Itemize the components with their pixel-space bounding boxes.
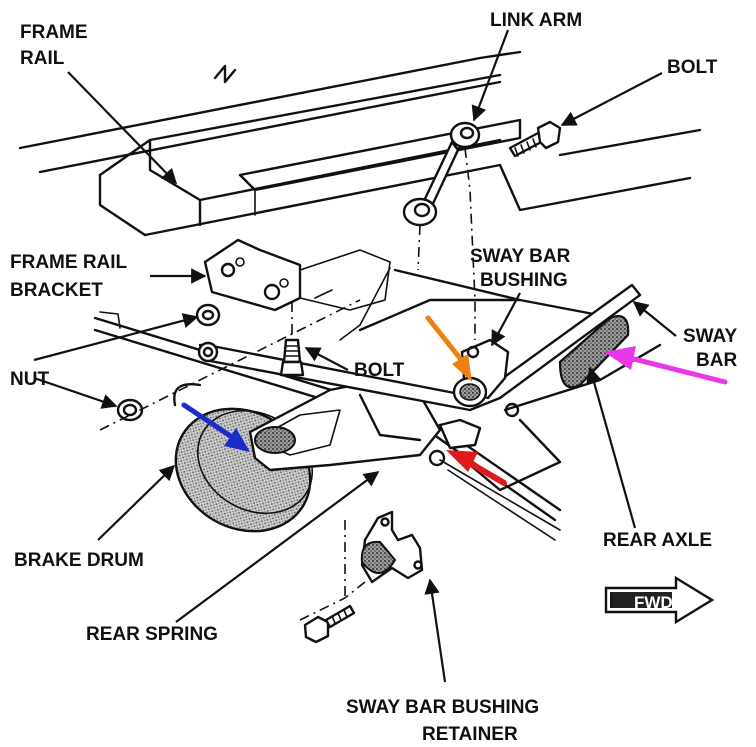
red-arrow-head [446,450,478,472]
blue-arrow-shaft [181,402,235,440]
rear-axle [339,267,662,541]
sway-bar [197,283,642,412]
label-frame-rail-bracket-line2: BRACKET [10,280,103,301]
leader-lines [33,29,677,683]
blue-arrow-icon [181,402,250,452]
sway-bar-cover [558,314,630,389]
label-rear-axle: REAR AXLE [603,530,712,551]
bushing-retainer [344,510,424,600]
magenta-arrow-shaft [627,355,728,385]
label-bolt-top: BOLT [667,57,718,78]
magenta-arrow-head [604,346,636,370]
label-brake-drum: BRAKE DRUM [14,550,144,571]
orange-arrow-head [452,354,472,382]
label-frame-rail-line2: RAIL [20,48,65,69]
orange-arrow-shaft [425,315,466,365]
label-sway-bar-bushing-line1: SWAY BAR [470,246,571,267]
label-sway-bar-bushing-line2: BUSHING [480,270,568,291]
retainer-bolt [303,604,356,644]
red-arrow-icon [446,450,507,486]
label-bolt-mid: BOLT [354,360,405,381]
label-retainer-line1: SWAY BAR BUSHING [346,697,539,718]
link-arm [402,121,481,340]
blue-arrow-head [224,428,250,452]
nut-upper [195,303,221,327]
bolt-mid [279,302,305,377]
fwd-arrow-icon [604,575,715,625]
label-nut: NUT [10,369,49,390]
magenta-arrow-icon [604,346,728,385]
label-retainer-line2: RETAINER [422,724,518,745]
red-arrow-shaft [467,460,507,486]
bolt-top [508,120,562,158]
label-frame-rail-line1: FRAME [20,22,88,43]
label-frame-rail-bracket-line1: FRAME RAIL [10,252,128,273]
spring-plate [248,378,446,472]
orange-arrow-icon [425,315,472,382]
bracket-hole-icon [220,262,236,278]
frame-rail-bracket [203,238,391,312]
label-rear-spring: REAR SPRING [86,624,218,645]
label-fwd: FWD [634,593,673,612]
sway-bar-bushing [438,338,520,450]
label-sway-line1: SWAY [683,326,738,347]
frame-rail [18,50,702,237]
nut-lower [116,398,144,422]
label-link-arm: LINK ARM [490,10,582,31]
label-sway-line2: BAR [696,350,737,371]
